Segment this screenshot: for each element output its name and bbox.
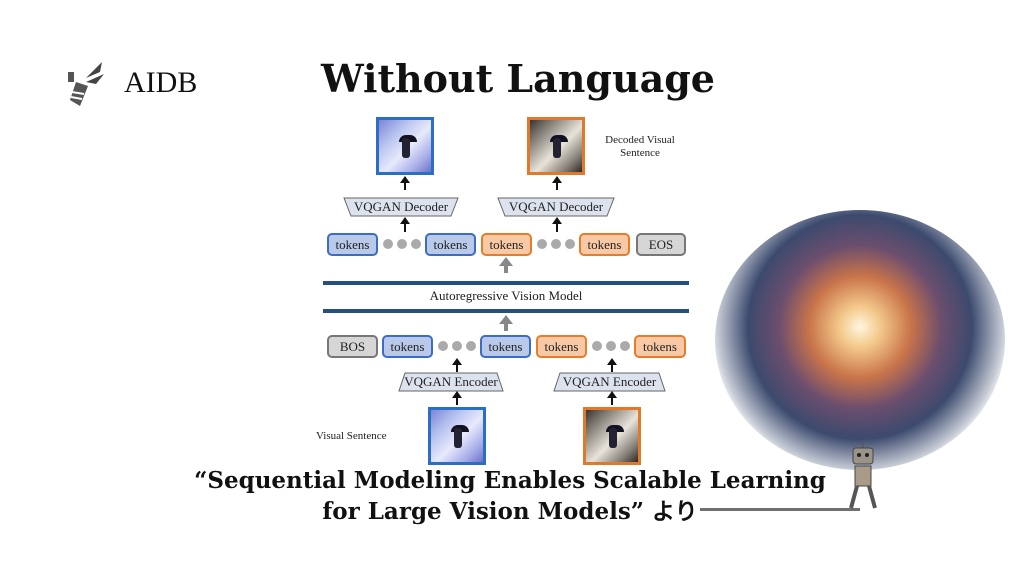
arrow-up bbox=[607, 391, 617, 405]
ground-scribble bbox=[700, 508, 860, 511]
arrow-up-gray bbox=[499, 315, 513, 331]
arrow-up bbox=[452, 391, 462, 405]
ellipsis-dots bbox=[537, 239, 575, 249]
ellipsis-dots bbox=[438, 341, 476, 351]
arrow-up bbox=[400, 176, 410, 190]
encoder-label: VQGAN Encoder bbox=[562, 374, 657, 389]
arrow-up bbox=[607, 358, 617, 372]
arrow-up bbox=[400, 217, 410, 232]
arrow-up bbox=[552, 217, 562, 232]
logo-text: AIDB bbox=[124, 66, 198, 99]
token-blue: tokens bbox=[382, 335, 433, 358]
token-orange: tokens bbox=[579, 233, 630, 256]
vqgan-encoder-2: VQGAN Encoder bbox=[553, 372, 666, 392]
decoded-image-orange bbox=[527, 117, 585, 175]
token-bos: BOS bbox=[327, 335, 378, 358]
caption-line-1: “Sequential Modeling Enables Scalable Le… bbox=[194, 467, 826, 494]
decoder-label: VQGAN Decoder bbox=[508, 199, 604, 214]
decoder-label: VQGAN Decoder bbox=[353, 199, 449, 214]
robot-illustration bbox=[843, 440, 883, 510]
decoded-visual-sentence-label: Decoded Visual Sentence bbox=[605, 134, 675, 159]
caption-line-2: for Large Vision Models” より bbox=[322, 498, 698, 525]
token-orange: tokens bbox=[536, 335, 587, 358]
arrow-up bbox=[452, 358, 462, 372]
autoregressive-model-label: Autoregressive Vision Model bbox=[429, 288, 583, 303]
vqgan-decoder-2: VQGAN Decoder bbox=[497, 197, 615, 217]
token-orange: tokens bbox=[481, 233, 532, 256]
token-blue: tokens bbox=[327, 233, 378, 256]
arrow-up bbox=[552, 176, 562, 190]
vqgan-decoder-1: VQGAN Decoder bbox=[343, 197, 459, 217]
arrow-up-gray bbox=[499, 257, 513, 273]
decoded-image-blue bbox=[376, 117, 434, 175]
ellipsis-dots bbox=[383, 239, 421, 249]
page-title: Without Language bbox=[321, 56, 715, 101]
ellipsis-dots bbox=[592, 341, 630, 351]
vqgan-encoder-1: VQGAN Encoder bbox=[398, 372, 504, 392]
token-blue: tokens bbox=[425, 233, 476, 256]
model-bottom-line bbox=[323, 309, 689, 313]
aidb-logo-icon bbox=[66, 60, 106, 108]
input-image-blue bbox=[428, 407, 486, 465]
encoder-label: VQGAN Encoder bbox=[404, 374, 498, 389]
model-top-line bbox=[323, 281, 689, 285]
input-image-orange bbox=[583, 407, 641, 465]
visual-sentence-label: Visual Sentence bbox=[316, 430, 387, 442]
token-blue: tokens bbox=[480, 335, 531, 358]
galaxy-illustration bbox=[715, 210, 1005, 470]
token-eos: EOS bbox=[636, 233, 686, 256]
token-orange: tokens bbox=[634, 335, 686, 358]
caption: “Sequential Modeling Enables Scalable Le… bbox=[0, 465, 1020, 527]
